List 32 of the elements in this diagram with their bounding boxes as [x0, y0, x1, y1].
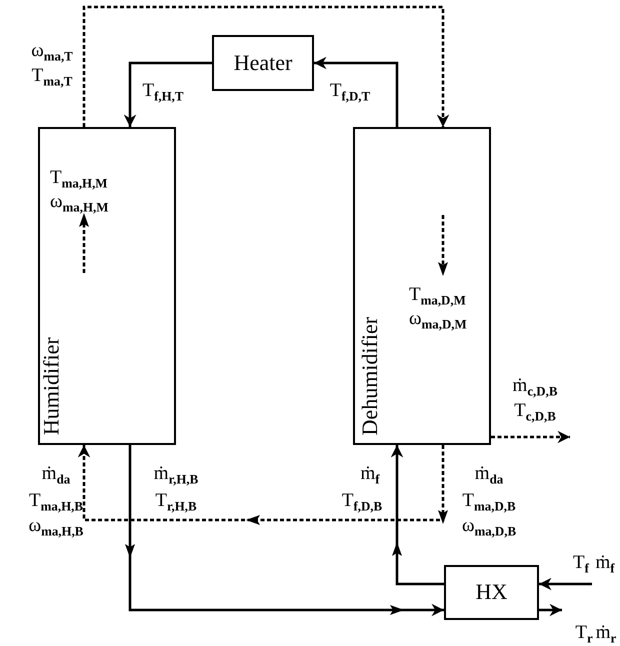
variable-label: ω$_{ma,T}$ — [31, 40, 73, 63]
process-box — [444, 565, 539, 620]
edge-label: T$_{f,D,T}$ — [330, 80, 370, 103]
edge-label: T$_{f,H,T}$ — [142, 80, 184, 103]
variable-label: T$_{ma,D,M}$ — [409, 284, 466, 307]
box-title: Humidifier — [38, 337, 65, 436]
variable-label: ω$_{ma,D,B}$ — [462, 515, 516, 538]
variable-label: ω$_{ma,D,M}$ — [409, 308, 467, 331]
variable-label: ṁ$_{da}$ — [42, 463, 70, 486]
variable-label: T$_{ma,H,M}$ — [50, 167, 108, 190]
variable-label: ṁ$_{f}$ — [595, 552, 615, 575]
variable-label: ṁ$_{da}$ — [474, 463, 504, 486]
process-box — [38, 127, 176, 445]
variable-label: T$_{ma,T}$ — [32, 65, 72, 88]
variable-label: T$_{ma,D,B}$ — [462, 490, 516, 513]
box-title: Heater — [234, 50, 292, 76]
process-box — [353, 127, 491, 445]
variable-label: ṁ$_{r,H,B}$ — [154, 463, 198, 486]
box-title: HX — [476, 579, 508, 606]
variable-label: ṁ$_{r}$ — [596, 622, 616, 645]
box-title: Dehumidifier — [357, 316, 384, 436]
variable-label: T$_{c,D,B}$ — [514, 400, 556, 423]
variable-label: T$_{f,D,B}$ — [342, 490, 382, 513]
variable-label: T$_{r,H,B}$ — [155, 490, 197, 513]
variable-label: ω$_{ma,H,B}$ — [28, 515, 84, 538]
variable-label: T$_{ma,H,B}$ — [29, 490, 83, 513]
variable-label: T$_{f}$ — [573, 552, 589, 575]
variable-label: ṁ$_{f}$ — [360, 463, 380, 486]
variable-label: ṁ$_{c,D,B}$ — [512, 375, 558, 398]
variable-label: ω$_{ma,H,M}$ — [50, 191, 108, 214]
variable-label: T$_{r}$ — [575, 622, 593, 645]
process-box — [212, 35, 314, 91]
